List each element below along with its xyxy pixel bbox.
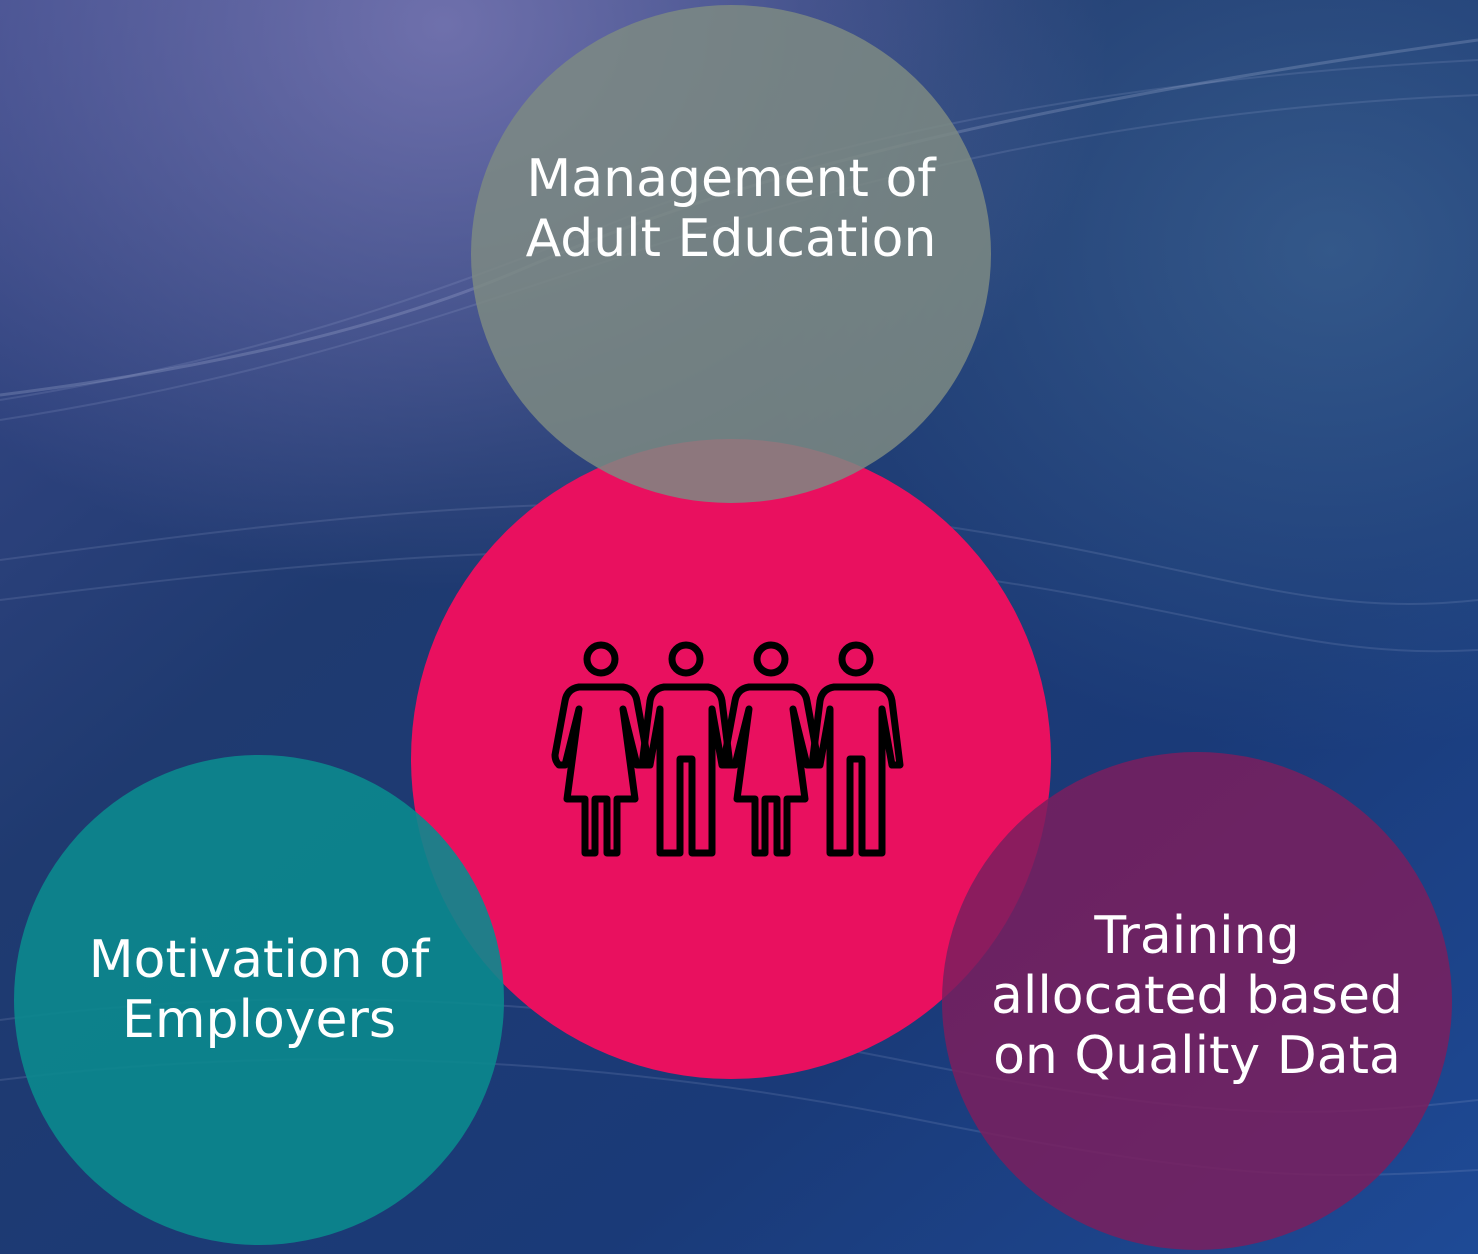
management-circle: Management of Adult Education bbox=[471, 5, 991, 503]
motivation-label: Motivation of Employers bbox=[88, 930, 430, 1050]
people-group-icon bbox=[551, 641, 904, 857]
motivation-circle: Motivation of Employers bbox=[14, 755, 504, 1245]
training-circle: Training allocated based on Quality Data bbox=[942, 752, 1452, 1250]
training-label: Training allocated based on Quality Data bbox=[991, 906, 1403, 1086]
management-label: Management of Adult Education bbox=[525, 149, 937, 269]
